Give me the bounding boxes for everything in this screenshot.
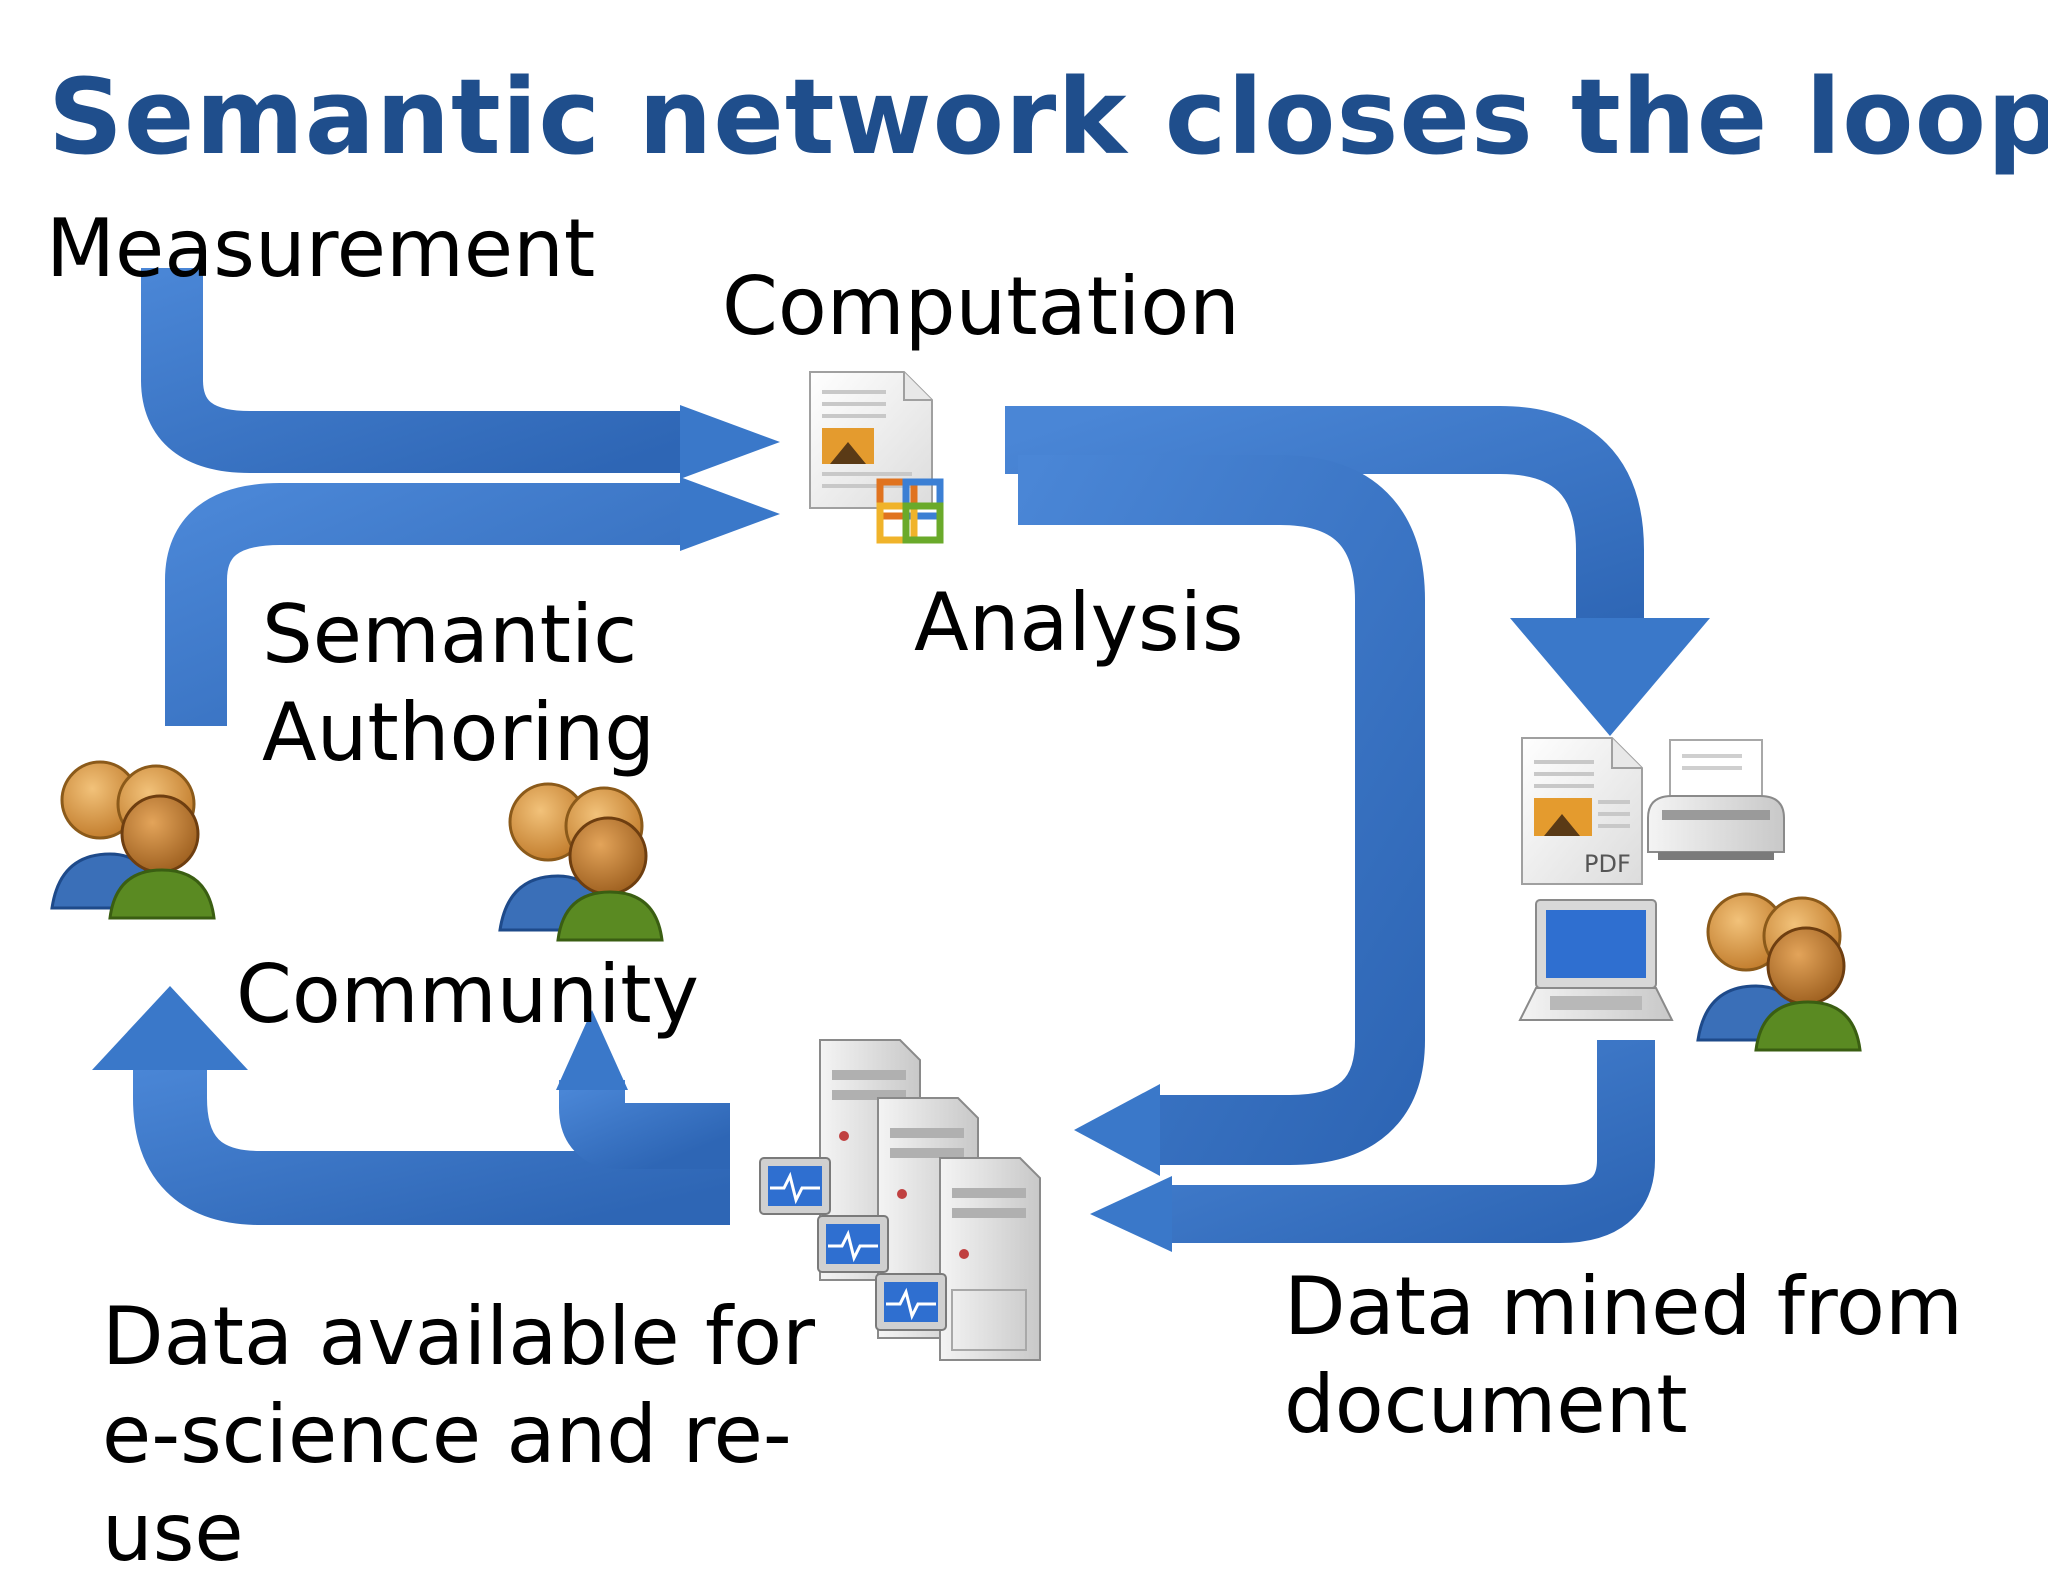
monitor-icon-2 xyxy=(817,1215,889,1273)
slide: PDF xyxy=(46,56,2048,1579)
office-document-icon xyxy=(809,371,944,544)
server-tower-front xyxy=(939,1157,1041,1361)
arrow-analysis-to-servers xyxy=(1018,455,1425,1176)
arrow-computation-to-documents xyxy=(1005,406,1710,736)
arrow-servers-to-community-left xyxy=(92,986,730,1225)
label-computation: Computation xyxy=(722,260,1240,353)
arrow-measurement-to-computation xyxy=(141,268,780,479)
arrow-servers-to-community-right xyxy=(556,1010,730,1169)
arrow-documents-to-servers xyxy=(1090,1040,1655,1252)
arrow-authoring-to-computation xyxy=(165,477,780,726)
laptop-icon xyxy=(1518,899,1674,1021)
pdf-badge-label: PDF xyxy=(1584,850,1631,878)
community-people-icon-left xyxy=(50,760,216,920)
label-semantic-authoring: Semantic Authoring xyxy=(262,588,656,779)
reader-people-icon-right xyxy=(1696,892,1862,1052)
pdf-document-icon: PDF xyxy=(1521,737,1643,885)
printer-icon xyxy=(1647,739,1785,860)
label-analysis: Analysis xyxy=(914,576,1244,669)
label-data-available: Data available for e-science and re-use xyxy=(102,1290,815,1579)
label-measurement: Measurement xyxy=(46,202,596,295)
monitor-icon-1 xyxy=(759,1157,831,1215)
loop-diagram: PDF xyxy=(50,268,1862,1361)
label-community: Community xyxy=(236,948,700,1041)
community-people-icon-center xyxy=(498,782,664,942)
monitor-icon-3 xyxy=(875,1273,947,1331)
label-data-mined: Data mined from document xyxy=(1284,1260,1963,1451)
servers-icon xyxy=(759,1039,1041,1361)
slide-title: Semantic network closes the loop xyxy=(48,56,2048,178)
